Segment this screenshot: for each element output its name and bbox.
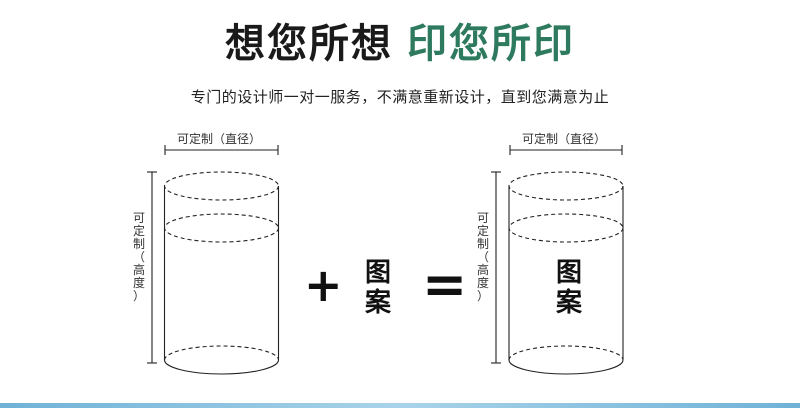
right-cylinder [491, 145, 624, 375]
right-pattern-label: 图 案 [555, 258, 582, 318]
left-cylinder [147, 145, 280, 375]
equals-sign: = [422, 253, 468, 316]
right-fill-ellipse [508, 213, 624, 243]
page-subtitle: 专门的设计师一对一服务，不满意重新设计，直到您满意为止 [190, 88, 610, 106]
left-top-ellipse [163, 171, 280, 201]
right-diameter-label: 可定制（直径） [521, 132, 607, 146]
right-bottom-front-arc [508, 359, 624, 375]
right-height-label: 可 定 制 （ 高 度 ） [476, 211, 489, 303]
bottom-accent-bar [0, 403, 800, 408]
title-part-1: 想您所想 [225, 21, 393, 67]
right-top-ellipse [508, 171, 624, 201]
left-bottom-front-arc [163, 359, 280, 375]
right-bottom-back-arc [508, 345, 624, 361]
title-part-2: 印您所印 [407, 21, 575, 67]
left-bottom-back-arc [163, 345, 280, 361]
pattern-label: 图 案 [364, 258, 391, 318]
page-title: 想您所想印您所印 [0, 18, 800, 70]
left-fill-ellipse [163, 213, 280, 243]
left-height-label: 可 定 制 （ 高 度 ） [132, 211, 145, 303]
left-diameter-label: 可定制（直径） [176, 132, 262, 146]
plus-sign: + [304, 258, 343, 312]
